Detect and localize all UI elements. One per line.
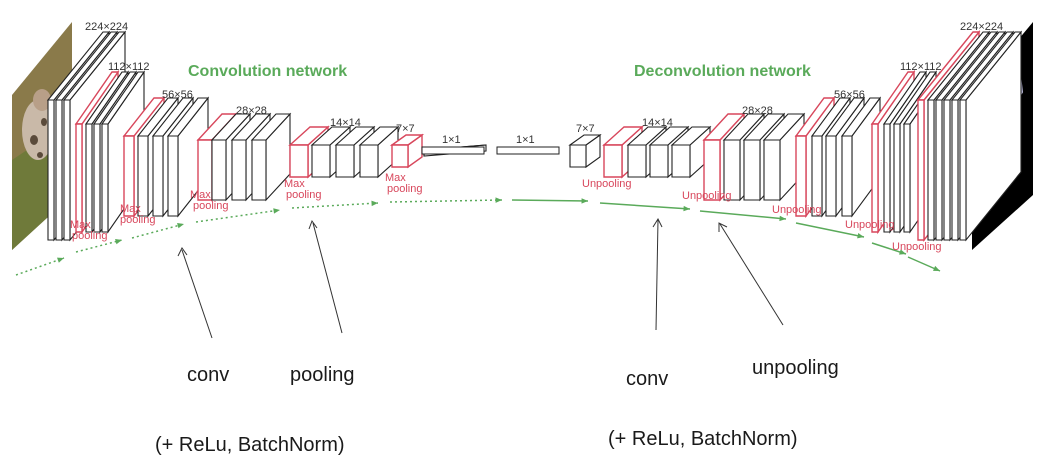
size-label: 224×224: [960, 21, 1003, 33]
pool-label-max: Max: [70, 219, 91, 231]
size-label: 56×56: [162, 89, 193, 101]
pool-label-max: Max: [284, 178, 305, 190]
size-label: 14×14: [642, 117, 673, 129]
flow-arrowhead: [371, 200, 378, 207]
size-label: 224×224: [85, 21, 128, 33]
fc-layer-block: [421, 146, 485, 155]
flow-arrowhead: [115, 238, 122, 245]
pool-label-max: Max: [385, 172, 406, 184]
unpool-label: Unpooling: [772, 204, 822, 216]
flow-arrowhead: [273, 208, 280, 214]
flow-arrow: [699, 210, 787, 220]
size-label: 28×28: [236, 105, 267, 117]
pooling-layer-block: [389, 133, 425, 169]
unpool-label: Unpooling: [682, 190, 732, 202]
conv-layer-block: [568, 133, 602, 169]
flow-arrowhead: [933, 265, 940, 271]
unpool-label: Unpooling: [845, 219, 895, 231]
flow-arrowhead: [581, 198, 588, 204]
layer-blocks: [46, 30, 1023, 242]
flow-arrowhead: [177, 223, 184, 229]
relu-batchnorm-caption-left: (+ ReLu, BatchNorm): [155, 434, 345, 456]
convolution-network-title: Convolution network: [188, 63, 347, 80]
deconvolution-network-title: Deconvolution network: [634, 63, 811, 80]
size-label: 7×7: [576, 123, 595, 135]
size-label: 1×1: [442, 134, 461, 146]
pool-label-pooling: pooling: [120, 214, 155, 226]
flow-arrow: [15, 257, 65, 276]
flow-arrow: [795, 222, 865, 238]
flow-arrowhead: [857, 233, 864, 239]
conv-caption-left: conv: [187, 364, 230, 386]
size-label: 1×1: [516, 134, 535, 146]
flow-arrowhead: [57, 257, 64, 263]
size-label: 112×112: [108, 61, 150, 73]
flow-arrow: [291, 202, 379, 209]
conv-layer-block: [670, 125, 712, 179]
flow-arrowhead: [779, 215, 786, 222]
fc-layer-block: [496, 146, 560, 155]
flow-arrowhead: [683, 205, 690, 212]
pool-label-pooling: pooling: [193, 200, 228, 212]
pool-label-pooling: pooling: [387, 183, 422, 195]
size-label: 14×14: [330, 117, 361, 129]
relu-batchnorm-caption-right: (+ ReLu, BatchNorm): [608, 428, 798, 450]
pool-label-max: Max: [190, 189, 211, 201]
flow-arrows: [15, 197, 941, 276]
unpooling-caption: unpooling: [752, 357, 839, 379]
size-label: 112×112: [900, 61, 942, 73]
unpool-label: Unpooling: [582, 178, 632, 190]
size-label: 28×28: [742, 105, 773, 117]
size-label: 56×56: [834, 89, 865, 101]
size-label: 7×7: [396, 123, 415, 135]
unpool-label: Unpooling: [892, 241, 942, 253]
flow-arrow: [195, 209, 281, 223]
pool-label-max: Max: [120, 203, 141, 215]
pool-label-pooling: pooling: [72, 230, 107, 242]
pool-label-pooling: pooling: [286, 189, 321, 201]
flow-arrow: [389, 199, 503, 203]
flow-arrow: [131, 223, 185, 239]
conv-layer-block: [358, 125, 400, 179]
flow-arrowhead: [495, 197, 502, 203]
conv-layer-block: [250, 112, 292, 202]
conv-layer-block: [958, 30, 1023, 242]
pooling-caption: pooling: [290, 364, 355, 386]
flow-arrow: [511, 199, 589, 202]
conv-caption-right: conv: [626, 368, 669, 390]
flow-arrowhead: [899, 249, 906, 255]
flow-arrow: [599, 202, 691, 210]
